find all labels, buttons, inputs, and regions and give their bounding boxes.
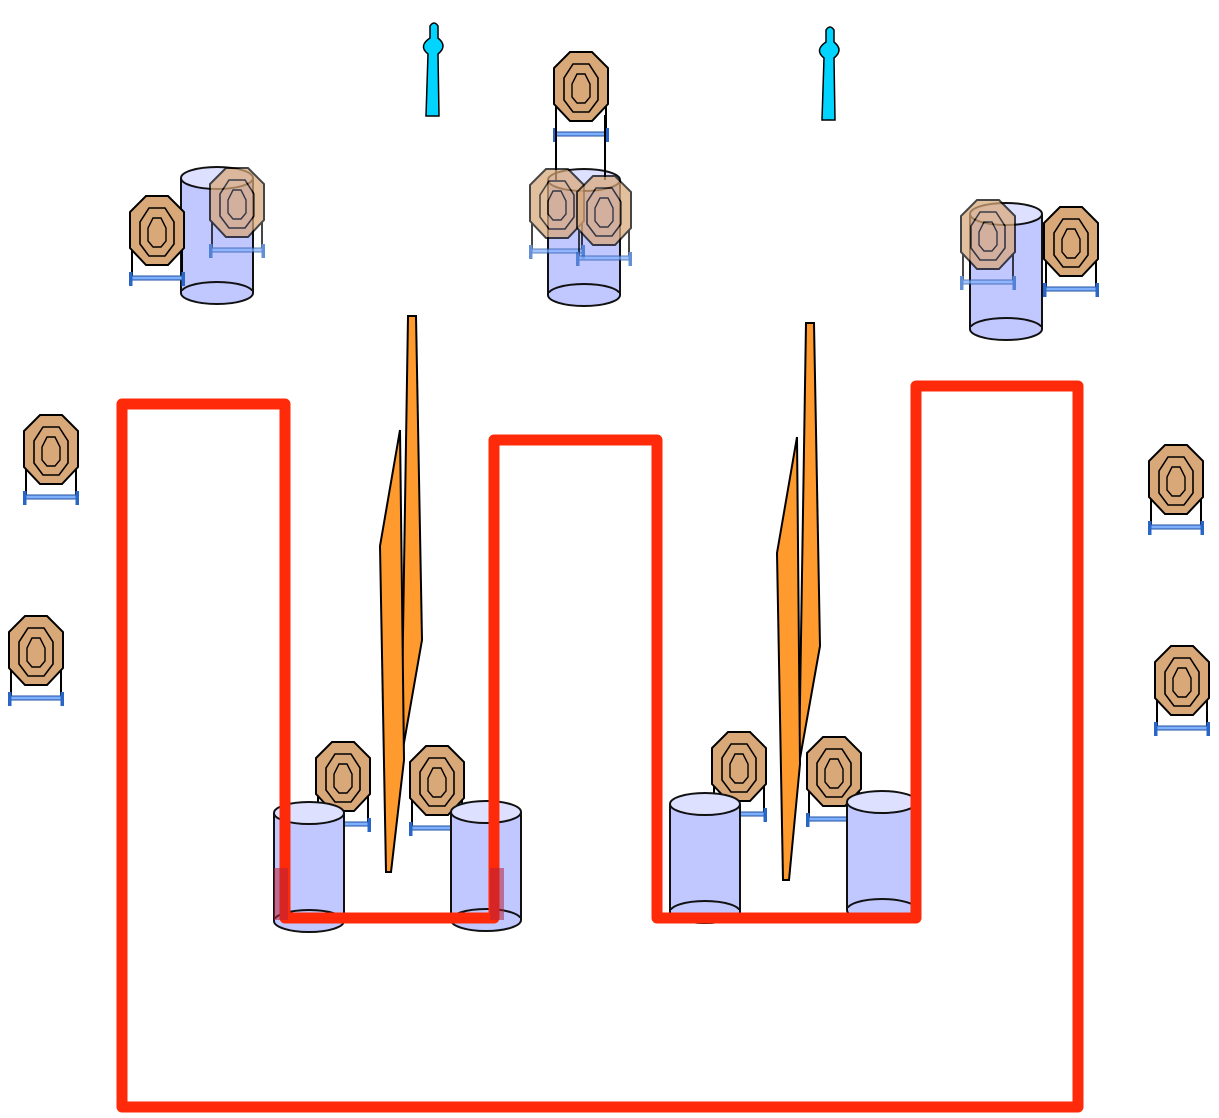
popper-icon [818,26,840,121]
wall-icon [798,322,822,765]
target-icon [7,615,65,707]
barrel-overlap-tint [274,868,288,920]
wall-icon [775,436,802,881]
target-icon [552,51,610,143]
barrel-icon [450,800,522,932]
barrel-icon [669,792,741,924]
target-icon [1153,645,1211,737]
target-icon [22,414,80,506]
target-icon [1042,206,1100,298]
target-icon [1147,444,1205,536]
popper-icon [422,22,444,117]
wall-icon [400,315,424,761]
barrel-overlap-tint [490,868,504,920]
fault-line-icon [116,380,1084,1113]
barrel-icon [846,790,918,922]
target-icon [128,195,186,287]
wall-icon [378,429,406,873]
